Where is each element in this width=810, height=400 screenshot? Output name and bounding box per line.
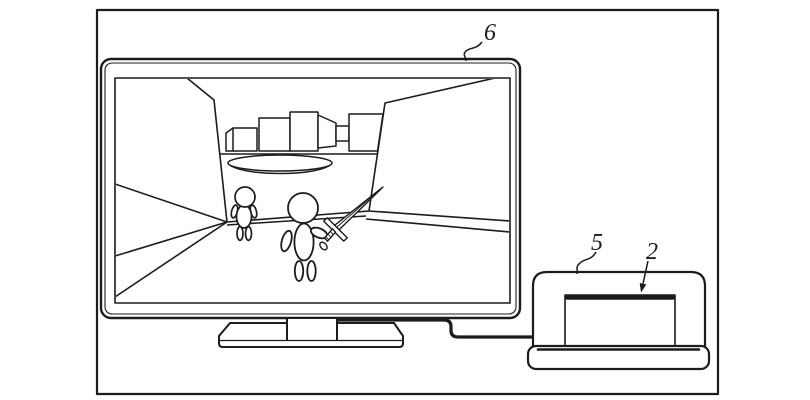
sword-guard [323, 217, 348, 242]
tv-bezel-inner [104, 62, 517, 315]
character-small [230, 186, 258, 242]
character-large-left-arm [280, 229, 293, 253]
character-small-body [235, 204, 253, 229]
street-near-edge-line [116, 221, 228, 298]
character-small-left-leg [236, 225, 244, 242]
ref-label-device: 2 [646, 239, 658, 265]
character-large-right-leg [306, 260, 317, 282]
sword-handle-grip-lines [325, 230, 334, 241]
street-right-upper-line [368, 210, 509, 222]
leader-line-tv [463, 41, 483, 62]
character-large [280, 186, 384, 282]
tv-stand [218, 317, 404, 348]
dock [526, 270, 711, 371]
sword-pommel [319, 241, 328, 251]
reference-labels: 6 5 2 [463, 20, 658, 293]
device-body [564, 294, 676, 351]
arrow-line-device [642, 260, 649, 284]
background-buildings [220, 111, 384, 155]
building-taper [317, 114, 337, 149]
building-box-2 [258, 117, 291, 152]
arrow-head-device [639, 283, 647, 293]
street-left-edge-line [116, 221, 228, 257]
character-small-head [234, 186, 256, 208]
left-wall-edge [186, 79, 228, 223]
character-small-right-leg [244, 225, 253, 242]
building-connector [335, 125, 350, 142]
right-wall-edge [368, 79, 495, 212]
ref-label-tv: 6 [484, 20, 496, 46]
building-box-4 [348, 113, 384, 152]
street-right-lower-line [365, 218, 509, 233]
stand-neck [286, 317, 338, 340]
game-scene [116, 79, 509, 298]
platform [227, 154, 333, 175]
ref-label-dock: 5 [591, 230, 603, 256]
character-large-left-leg [293, 260, 305, 282]
left-wall-base-line [116, 183, 228, 223]
dock-base [526, 344, 711, 371]
building-box-3 [289, 111, 319, 152]
television [99, 57, 522, 320]
hdmi-cable [337, 318, 534, 339]
leader-line-dock [576, 251, 597, 275]
platform-top [227, 154, 333, 172]
figure-frame [95, 8, 720, 396]
building-box-1 [225, 127, 258, 152]
sword-blade-ridge [336, 189, 380, 228]
game-device [564, 294, 676, 351]
sword [319, 186, 384, 251]
character-large-head [287, 192, 319, 224]
